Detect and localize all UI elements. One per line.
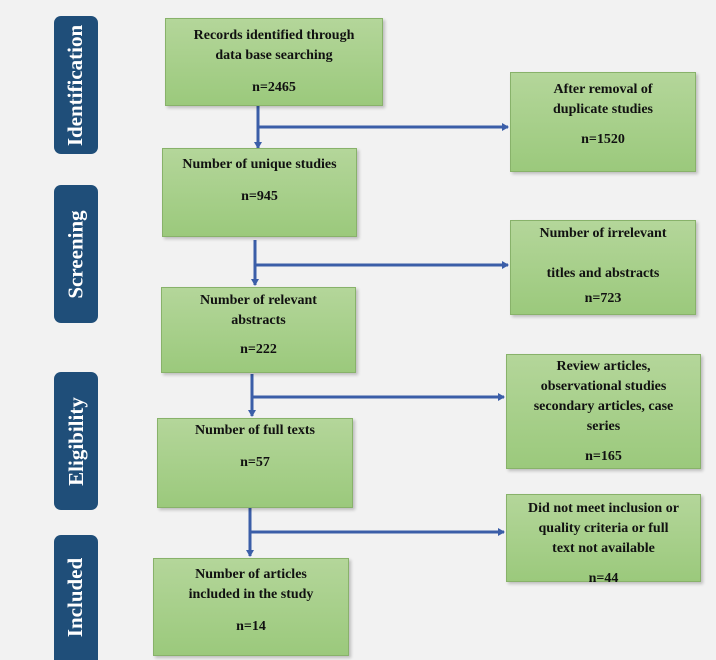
box-text: After removal of duplicate studies: [553, 82, 653, 117]
box-text: Number of relevant abstracts: [200, 293, 317, 328]
irrelevant-titles-box: Number of irrelevant titles and abstract…: [510, 220, 696, 315]
box-text: Number of full texts: [195, 423, 315, 438]
box-count: n=1520: [581, 132, 625, 147]
duplicates-removed-box: After removal of duplicate studies n=152…: [510, 72, 696, 172]
box-count: n=57: [240, 455, 270, 470]
stage-label: Eligibility: [63, 396, 88, 486]
full-texts-box: Number of full texts n=57: [157, 418, 353, 508]
stage-label: Included: [63, 557, 88, 638]
stage-included: Included: [54, 535, 98, 660]
box-count: n=165: [585, 449, 622, 464]
records-identified-box: Records identified through data base sea…: [165, 18, 383, 106]
review-articles-box: Review articles, observational studies s…: [506, 354, 701, 469]
box-count: n=222: [240, 342, 277, 357]
box-count: n=945: [241, 189, 278, 204]
box-count: n=44: [588, 571, 619, 586]
box-count: n=14: [236, 619, 266, 634]
box-text: Number of unique studies: [182, 157, 337, 172]
box-text: Did not meet inclusion or quality criter…: [528, 501, 679, 556]
box-text: Review articles, observational studies s…: [533, 359, 674, 434]
box-text: Records identified through data base sea…: [193, 28, 355, 63]
box-text: Number of irrelevant titles and abstract…: [539, 226, 667, 281]
included-articles-box: Number of articles included in the study…: [153, 558, 349, 656]
unique-studies-box: Number of unique studies n=945: [162, 148, 357, 237]
stage-screening: Screening: [54, 185, 98, 323]
relevant-abstracts-box: Number of relevant abstracts n=222: [161, 287, 356, 373]
stage-identification: Identification: [54, 16, 98, 154]
stage-eligibility: Eligibility: [54, 372, 98, 510]
box-text: Number of articles included in the study: [188, 567, 314, 602]
box-count: n=2465: [252, 80, 296, 95]
not-meeting-criteria-box: Did not meet inclusion or quality criter…: [506, 494, 701, 586]
box-count: n=723: [584, 291, 622, 306]
stage-label: Identification: [63, 24, 88, 146]
stage-label: Screening: [63, 209, 88, 299]
